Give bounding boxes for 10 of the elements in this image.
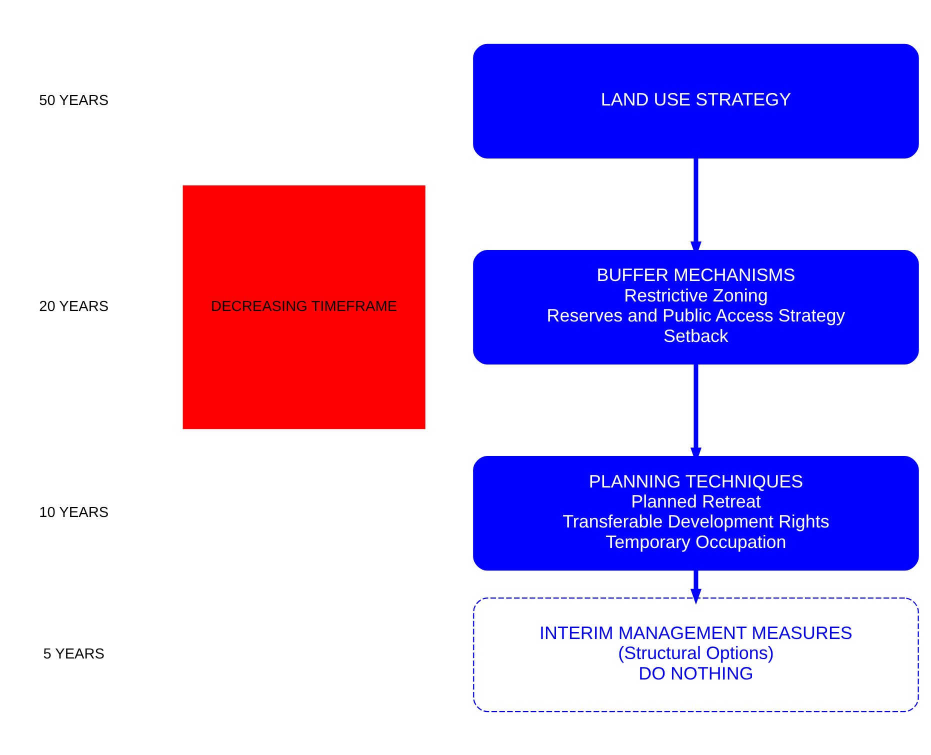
label: 5 YEARS bbox=[43, 646, 105, 662]
label: 50 YEARS bbox=[39, 92, 109, 109]
label: DECREASING TIMEFRAME bbox=[211, 298, 398, 315]
node-box: PLANNING TECHNIQUES Planned Retreat Transferable Development Rights Temporary Occupation bbox=[473, 456, 919, 570]
node-box: INTERIM MANAGEMENT MEASURES (Structural Options) DO NOTHING bbox=[473, 597, 919, 712]
label: 20 YEARS bbox=[39, 298, 109, 315]
node-box: LAND USE STRATEGY bbox=[473, 43, 919, 158]
node-box: BUFFER MECHANISMS Restrictive Zoning Reserves and Public Access Strategy Setback bbox=[473, 249, 919, 364]
arrow bbox=[690, 570, 702, 604]
label: 10 YEARS bbox=[39, 504, 109, 521]
